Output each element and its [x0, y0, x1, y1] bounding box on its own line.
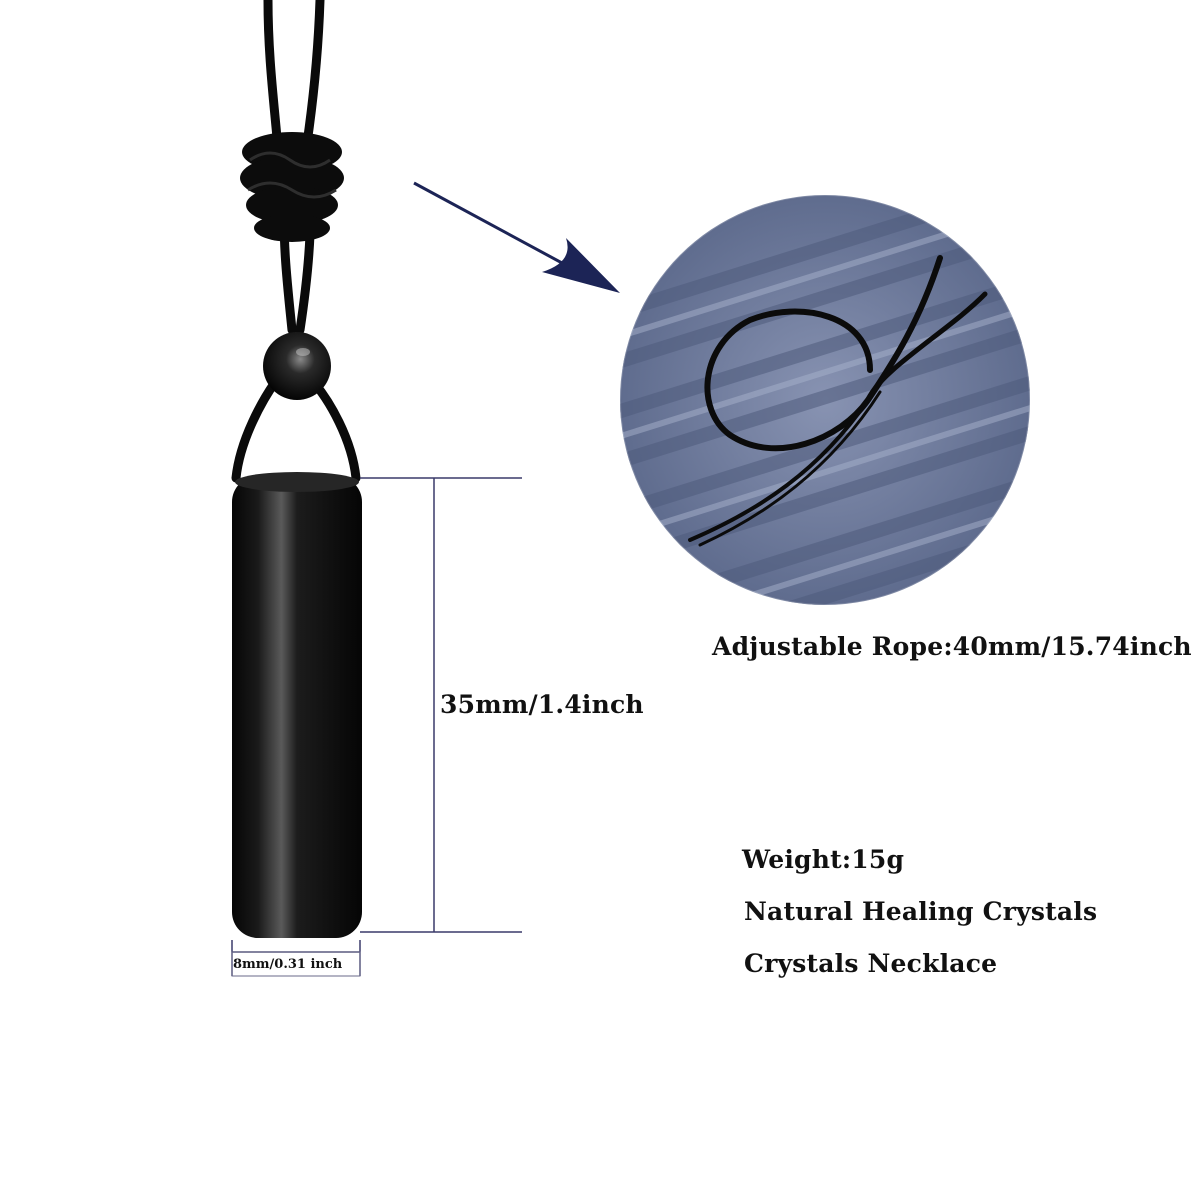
diagonal-arrow-icon — [413, 181, 620, 293]
spec-material: Natural Healing Crystals — [744, 897, 1098, 926]
spec-type: Crystals Necklace — [744, 949, 998, 978]
pendant-width-label: 8mm/0.31 inch — [233, 957, 343, 972]
sliding-knot — [240, 132, 344, 242]
pendant-length-label: 35mm/1.4inch — [440, 690, 644, 719]
spec-weight: Weight:15g — [742, 845, 905, 874]
obsidian-pendant — [232, 476, 362, 938]
rope-length-label: Adjustable Rope:40mm/15.74inch — [712, 632, 1192, 661]
rope-closeup — [620, 195, 1030, 605]
measure-lines — [231, 477, 522, 977]
obsidian-bead — [263, 332, 331, 400]
